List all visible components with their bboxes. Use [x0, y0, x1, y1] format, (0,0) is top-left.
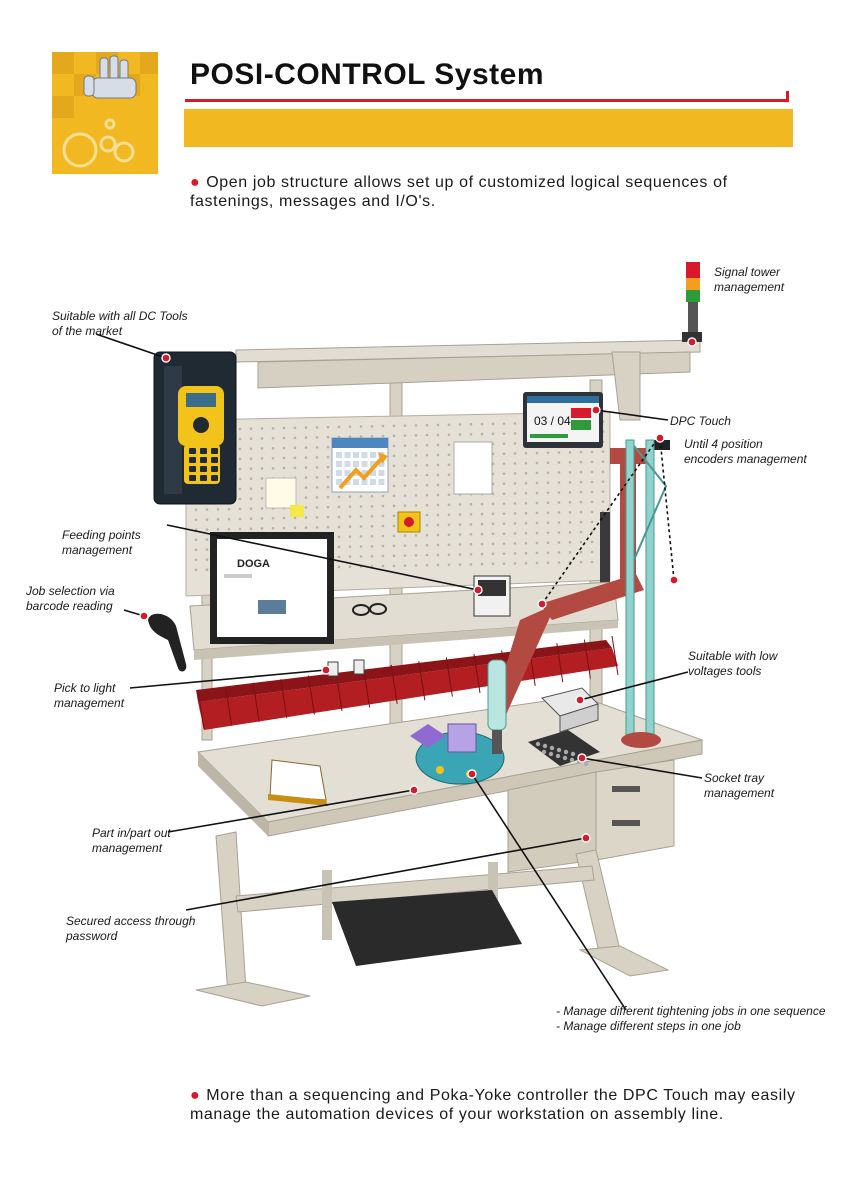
foot-rest [322, 862, 522, 966]
callout-lines [95, 333, 703, 1011]
title-divider [185, 99, 789, 102]
torque-column-icon [621, 439, 668, 748]
title-divider-tick [786, 91, 789, 102]
power-strip [600, 512, 610, 592]
drawer-unit [507, 759, 675, 873]
bullet-icon: ● [190, 1087, 201, 1104]
bullet-icon: ● [190, 174, 201, 191]
callout-dots [139, 337, 697, 843]
logo-tile [52, 52, 158, 174]
glasses-icon [352, 603, 387, 616]
dc-tool-controller-icon [153, 351, 237, 505]
intro-text: Open job structure allows set up of cust… [190, 174, 728, 210]
header-band [184, 109, 793, 147]
screw-feeder-icon [473, 575, 511, 617]
low-voltage-box-icon [541, 687, 599, 733]
manual-book-icon [268, 759, 328, 806]
screen-counter: 03 / 04 [534, 414, 571, 428]
robot-hand-logo-icon [52, 52, 158, 174]
monitor-icon: DOGA [210, 532, 334, 644]
intro-paragraph: ●Open job structure allows set up of cus… [190, 173, 790, 211]
outro-paragraph: ●More than a sequencing and Poka-Yoke co… [190, 1086, 830, 1124]
note-paper [265, 477, 297, 509]
calendar-icon [331, 437, 389, 493]
callout-dpc-touch: DPC Touch [670, 414, 731, 428]
dpc-touch-screen-icon: 03 / 04 [523, 392, 603, 448]
sticky-note [290, 505, 304, 517]
callout-jobs: - Manage different tightening jobs in on… [556, 1004, 826, 1033]
document-poster [453, 441, 493, 495]
barcode-scanner-icon [148, 613, 187, 672]
signal-tower-icon [682, 262, 702, 342]
outro-text: More than a sequencing and Poka-Yoke con… [190, 1087, 796, 1123]
page-title: POSI-CONTROL System [190, 58, 545, 91]
screen-brand: DOGA [237, 558, 270, 570]
